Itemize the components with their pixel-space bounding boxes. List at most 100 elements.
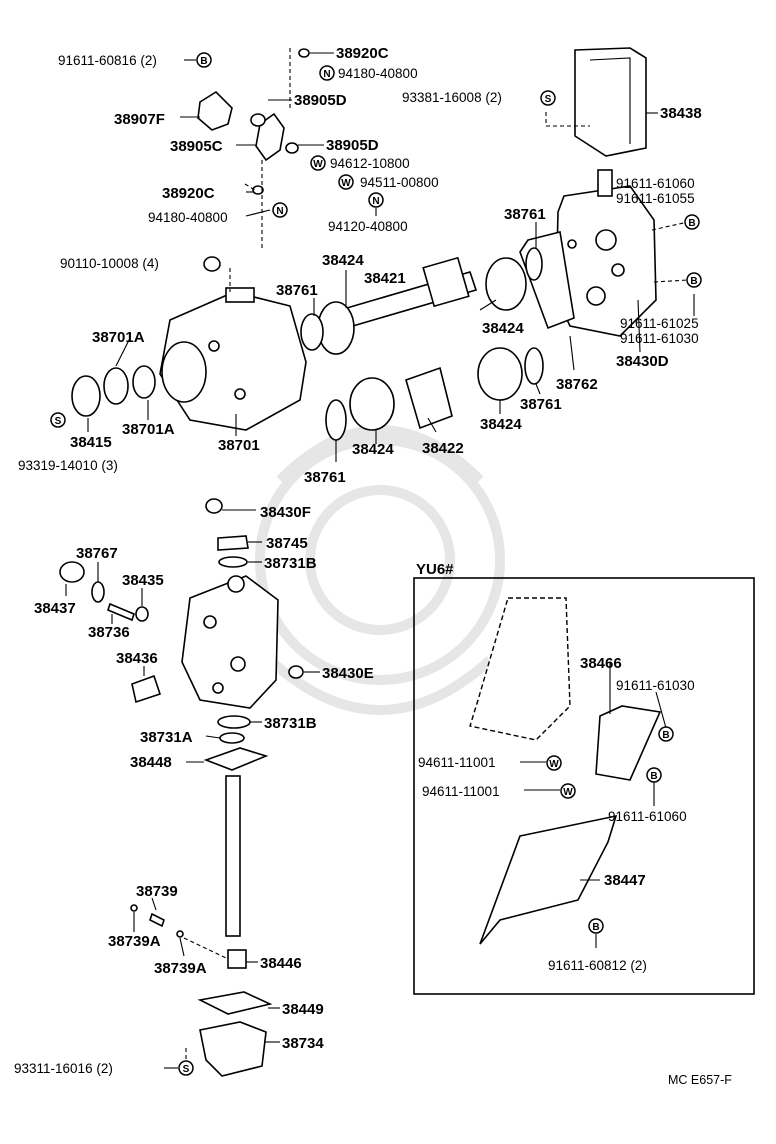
label-38731b: 38731B	[264, 555, 317, 572]
bearing-38701a-a	[103, 367, 129, 405]
svg-text:W: W	[549, 759, 559, 770]
label-38422: 38422	[422, 440, 464, 457]
label-91611-61030: 91611-61030	[620, 331, 699, 346]
o-ring-38761-c	[524, 347, 544, 385]
bolt-90110	[203, 256, 221, 272]
label-38761: 38761	[304, 469, 346, 486]
collar-38905d-a	[250, 113, 266, 127]
label-38437: 38437	[34, 600, 76, 617]
washer-symbol: W	[560, 783, 576, 799]
label-38905c: 38905C	[170, 138, 223, 155]
nut-symbol: N	[319, 65, 335, 81]
plug-38430f	[205, 498, 223, 514]
part-labels: 91611-60816 (2) 38920C 94180-40800 38905…	[14, 45, 732, 1087]
label-93311-16016: 93311-16016 (2)	[14, 1061, 113, 1076]
spring-38739	[149, 912, 165, 928]
label-91611-61060: 91611-61060	[608, 809, 687, 824]
label-94611-11001: 94611-11001	[422, 784, 500, 799]
label-90110-10008: 90110-10008 (4)	[60, 256, 159, 271]
diagram-code: MC E657-F	[668, 1073, 732, 1087]
label-94180-40800: 94180-40800	[338, 66, 418, 81]
label-38436: 38436	[116, 650, 158, 667]
label-38438: 38438	[660, 105, 702, 122]
label-38415: 38415	[70, 434, 112, 451]
label-38905d: 38905D	[294, 92, 347, 109]
label-38421: 38421	[364, 270, 406, 287]
svg-text:N: N	[372, 196, 379, 207]
label-38761: 38761	[276, 282, 318, 299]
label-93319-14010: 93319-14010 (3)	[18, 458, 118, 473]
plug-38437	[59, 561, 85, 583]
ball-38739a-a	[130, 904, 138, 912]
bolt-symbol: B	[658, 726, 674, 742]
svg-text:W: W	[341, 178, 351, 189]
label-38736: 38736	[88, 624, 130, 641]
svg-text:N: N	[276, 206, 283, 217]
washer-symbol: W	[338, 174, 354, 190]
bearing-38701a-b	[132, 365, 156, 399]
hardware-symbols: B N S W W N N B B S S B W W B B	[50, 52, 702, 1076]
label-38424: 38424	[322, 252, 364, 269]
cotter-38920c-b	[252, 185, 264, 195]
o-ring-38761-a	[525, 247, 543, 281]
label-93381-16008: 93381-16008 (2)	[402, 90, 502, 105]
idler-gear-group	[325, 347, 544, 441]
valve-body-group	[59, 498, 304, 1077]
svg-text:B: B	[688, 218, 695, 229]
label-91611-61025: 91611-61025	[620, 316, 699, 331]
washer-symbol: W	[546, 755, 562, 771]
label-38430e: 38430E	[322, 665, 374, 682]
nut-symbol: N	[368, 192, 384, 208]
label-94120-40800: 94120-40800	[328, 219, 408, 234]
shroud-38438	[545, 47, 647, 157]
label-38907f: 38907F	[114, 111, 165, 128]
cap-38745	[217, 535, 249, 551]
svg-text:S: S	[55, 416, 62, 427]
label-38430d: 38430D	[616, 353, 669, 370]
label-38446: 38446	[260, 955, 302, 972]
label-38447: 38447	[604, 872, 646, 889]
svg-text:B: B	[200, 56, 207, 67]
bolt-symbol: B	[646, 767, 662, 783]
plug-38430e	[288, 665, 304, 679]
label-38745: 38745	[266, 535, 308, 552]
label-38761: 38761	[520, 396, 562, 413]
label-38731a: 38731A	[140, 729, 193, 746]
valve-body	[181, 575, 279, 709]
label-38739a: 38739A	[154, 960, 207, 977]
o-ring-38731b-a	[218, 556, 248, 568]
pump-housing-38701	[159, 268, 307, 431]
screw-symbol: S	[50, 412, 66, 428]
label-91611-61030: 91611-61030	[616, 678, 695, 693]
label-38466: 38466	[580, 655, 622, 672]
label-38424: 38424	[480, 416, 522, 433]
drive-shaft-38421	[300, 247, 543, 355]
o-ring-38767	[91, 581, 105, 603]
svg-text:N: N	[323, 69, 330, 80]
bolt-symbol: B	[686, 272, 702, 288]
label-38762: 38762	[556, 376, 598, 393]
inset-phantom-housing	[469, 597, 571, 741]
spring-38436	[131, 674, 162, 704]
svg-text:W: W	[313, 159, 323, 170]
bolt-symbol: B	[684, 214, 700, 230]
label-38761: 38761	[504, 206, 546, 223]
bracket-38905c	[255, 112, 285, 162]
label-94511-00800: 94511-00800	[360, 175, 439, 190]
svg-text:B: B	[592, 922, 599, 933]
label-38430f: 38430F	[260, 504, 311, 521]
end-38446	[227, 949, 247, 969]
nut-symbol: N	[272, 202, 288, 218]
svg-text:S: S	[183, 1064, 190, 1075]
housing-38734	[199, 1021, 267, 1077]
label-38449: 38449	[282, 1001, 324, 1018]
svg-text:W: W	[563, 787, 573, 798]
gasket-38449	[197, 991, 273, 1015]
bracket-38907f	[197, 90, 233, 131]
bushing-38424-d	[477, 347, 523, 401]
label-38739a: 38739A	[108, 933, 161, 950]
leader-lines	[65, 52, 695, 1069]
label-94180-40800: 94180-40800	[148, 210, 228, 225]
